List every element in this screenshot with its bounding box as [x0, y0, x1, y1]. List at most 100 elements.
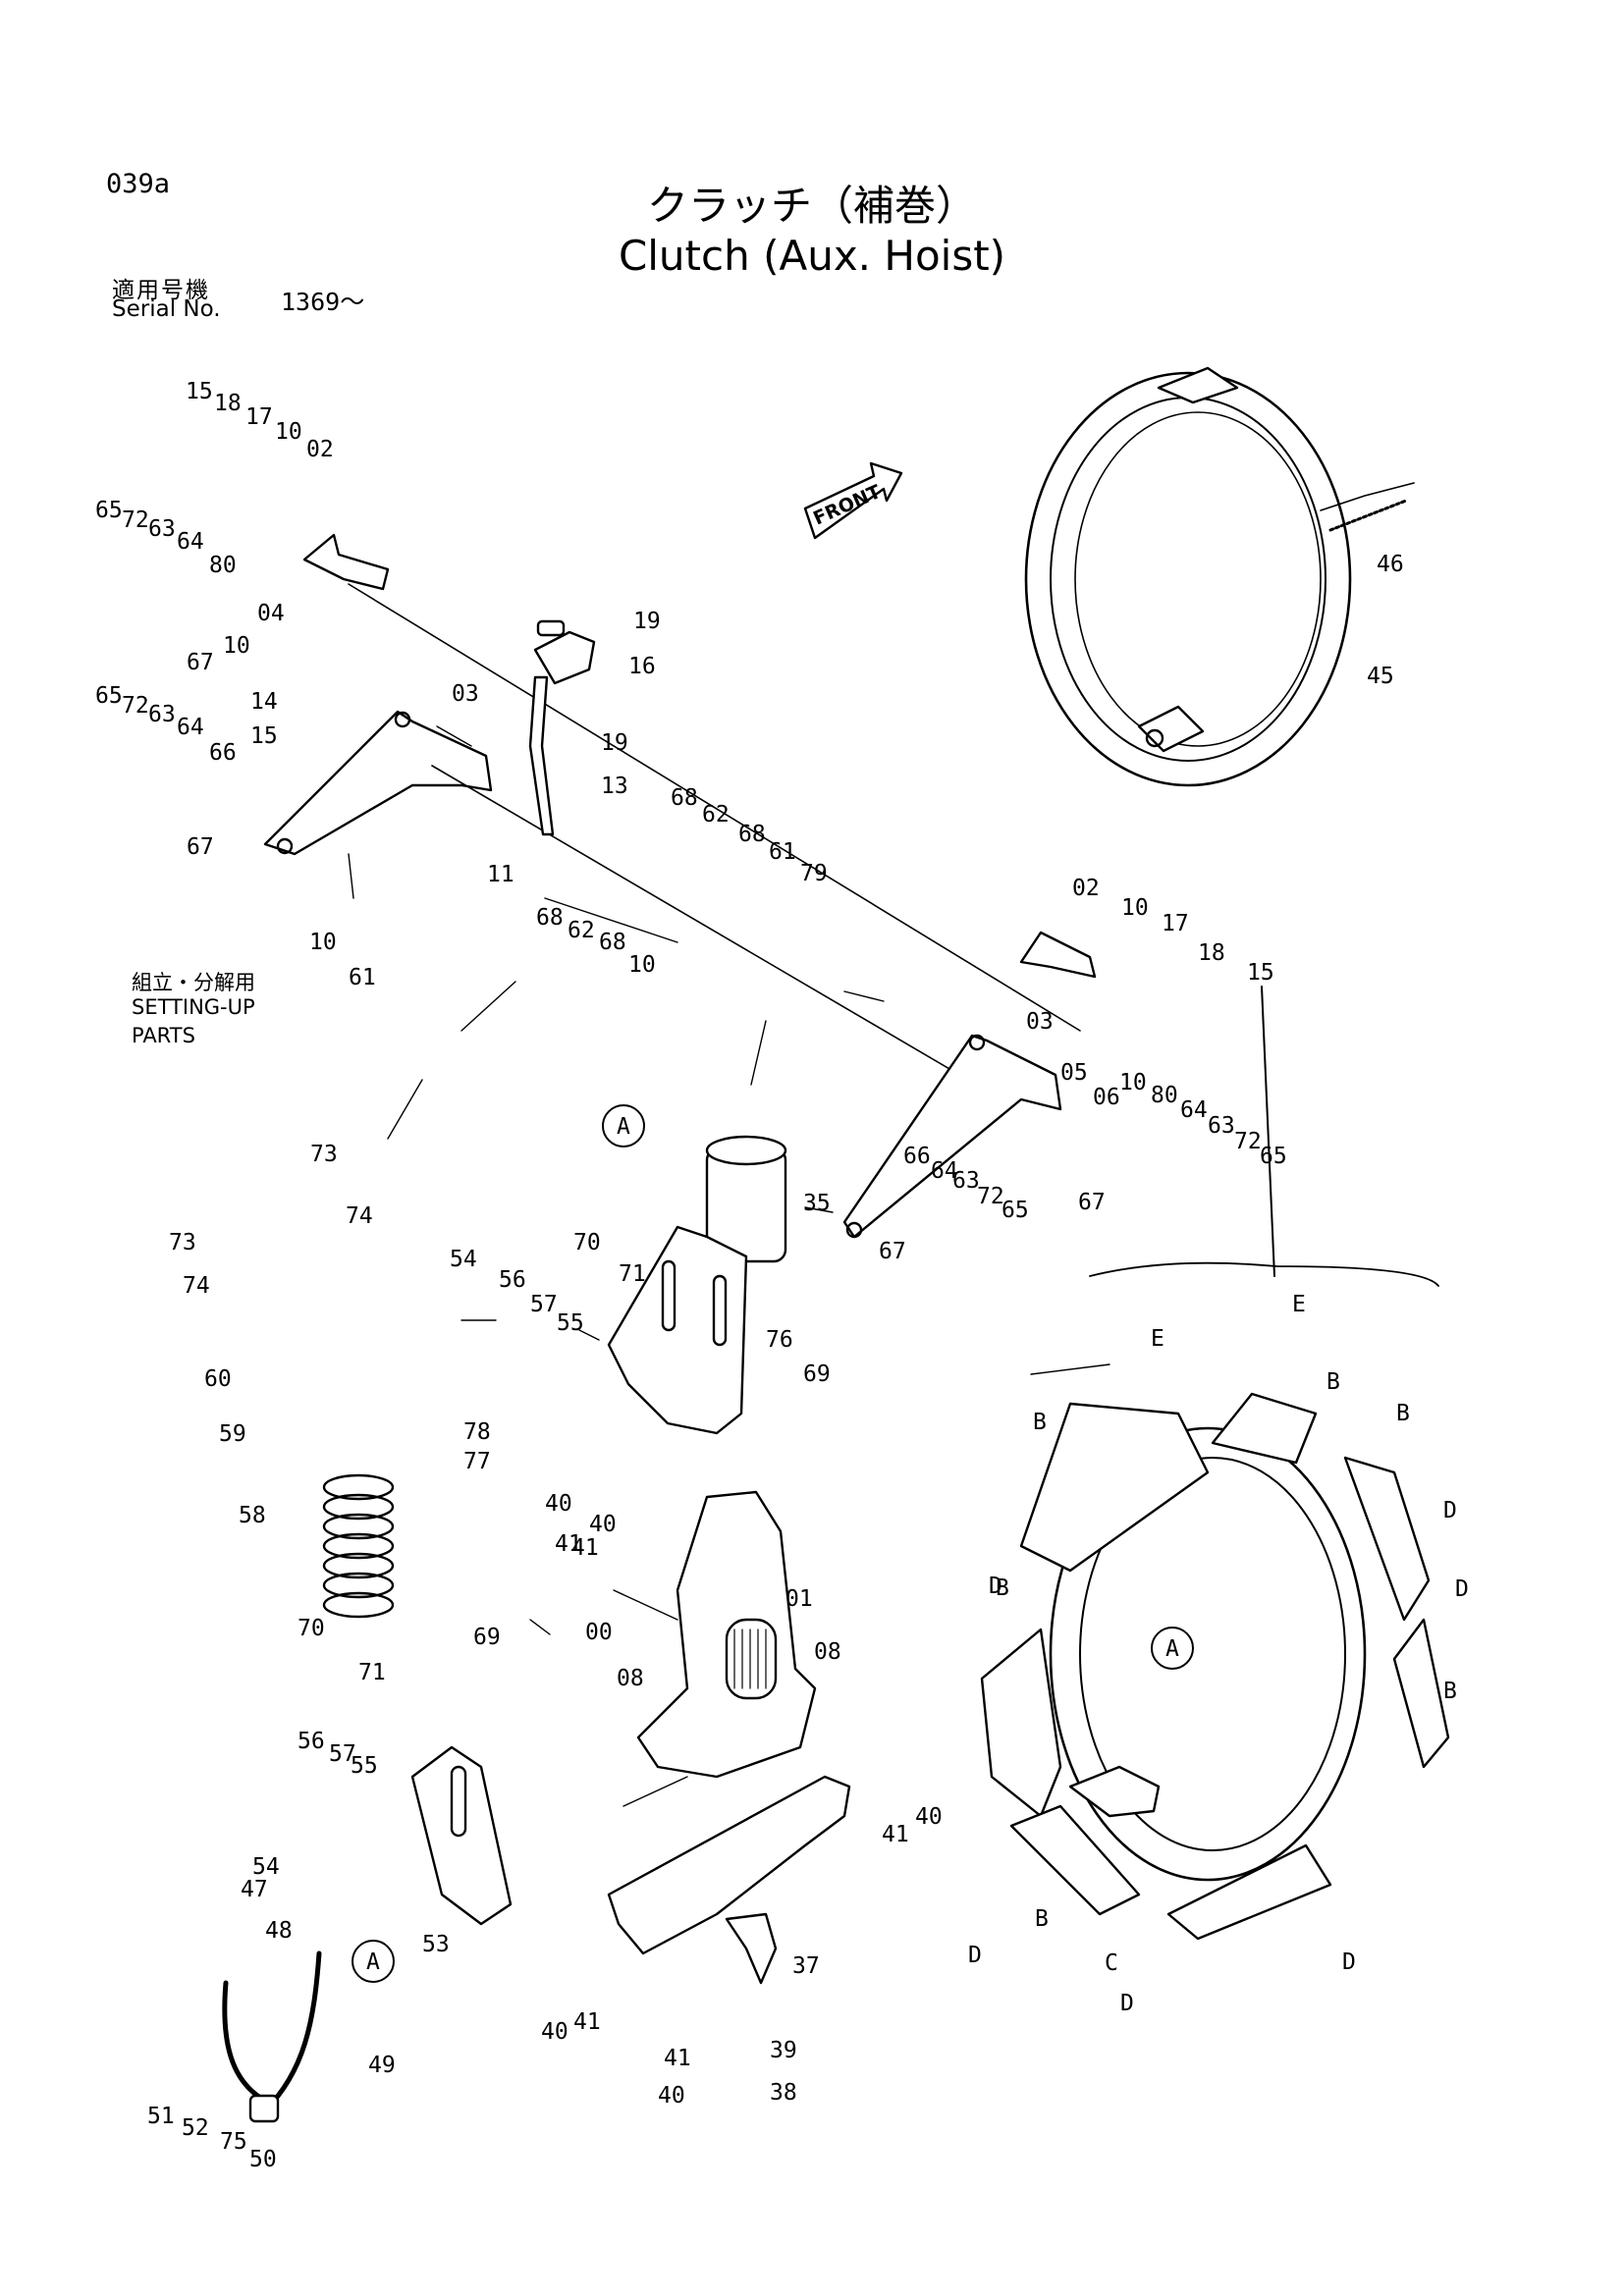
callout-40: 40 [658, 2083, 685, 2109]
setup-parts-label-line-1: SETTING-UP [132, 995, 255, 1019]
page-title: Clutch (Aux. Hoist) [618, 232, 1006, 280]
upper-lever-assembly [263, 533, 1081, 1100]
main-lever [636, 1490, 817, 1779]
callout-41: 41 [573, 2009, 601, 2035]
callout-16: 16 [628, 654, 656, 679]
callout-49: 49 [368, 2053, 396, 2078]
callout-41: 41 [882, 1822, 909, 1847]
callout-80: 80 [1151, 1083, 1178, 1108]
callout-18: 18 [1198, 940, 1225, 966]
callout-A: A [617, 1114, 630, 1140]
callout-74: 74 [183, 1273, 210, 1299]
callout-10: 10 [223, 633, 250, 659]
callout-46: 46 [1377, 552, 1404, 577]
callout-17: 17 [1162, 911, 1189, 936]
callout-61: 61 [349, 965, 376, 990]
callout-06: 06 [1093, 1085, 1120, 1110]
callout-73: 73 [169, 1230, 196, 1255]
serial-number-range: 1369～ [281, 288, 365, 316]
callout-70: 70 [573, 1230, 601, 1255]
callout-15: 15 [1247, 960, 1274, 986]
brake-drum-and-linings [980, 986, 1450, 1941]
callout-51: 51 [147, 2104, 175, 2129]
leader-lines [348, 725, 1110, 1807]
callout-04: 04 [257, 601, 285, 626]
callout-68: 68 [738, 822, 766, 847]
callout-40: 40 [915, 1804, 943, 1830]
callout-00: 00 [585, 1620, 613, 1645]
callout-68: 68 [671, 785, 698, 811]
callout-57: 57 [530, 1292, 558, 1317]
callout-54: 54 [450, 1247, 477, 1272]
callout-38: 38 [770, 2080, 797, 2106]
callout-10: 10 [1121, 895, 1149, 921]
page-title-japanese: クラッチ（補巻） [646, 182, 977, 230]
callout-67: 67 [187, 650, 214, 675]
callout-02: 02 [1072, 876, 1100, 901]
callout-19: 19 [601, 730, 628, 756]
callout-A: A [366, 1949, 380, 1975]
callout-08: 08 [814, 1639, 841, 1665]
callout-64: 64 [1180, 1097, 1208, 1123]
callout-71: 71 [619, 1261, 646, 1287]
callout-63: 63 [1208, 1113, 1235, 1139]
callout-D: D [968, 1943, 982, 1968]
callout-18: 18 [214, 391, 242, 416]
callout-E: E [1151, 1326, 1164, 1352]
serial-label: Serial No. [112, 296, 221, 322]
callout-15: 15 [250, 723, 278, 749]
callout-78: 78 [463, 1419, 491, 1445]
callout-72: 72 [1234, 1129, 1262, 1154]
cylinder-bracket [607, 1225, 748, 1435]
callout-62: 62 [702, 802, 730, 828]
callout-63: 63 [148, 516, 176, 542]
callout-50: 50 [249, 2147, 277, 2172]
callout-03: 03 [1026, 1009, 1054, 1035]
callout-41: 41 [664, 2046, 691, 2071]
callout-45: 45 [1367, 664, 1394, 689]
callout-65: 65 [1001, 1198, 1029, 1223]
callout-65: 65 [95, 498, 123, 523]
callout-69: 69 [803, 1362, 831, 1387]
callout-65: 65 [1260, 1144, 1287, 1169]
callout-56: 56 [298, 1729, 325, 1754]
callout-64: 64 [931, 1158, 958, 1184]
callout-10: 10 [1119, 1070, 1147, 1095]
callout-10: 10 [628, 952, 656, 978]
callout-67: 67 [879, 1239, 906, 1264]
callout-14: 14 [250, 689, 278, 715]
callout-11: 11 [487, 862, 514, 887]
callout-A: A [1165, 1636, 1179, 1662]
callout-circle [602, 1104, 645, 1148]
callout-13: 13 [601, 774, 628, 799]
callout-D: D [1120, 1991, 1134, 2016]
callout-circle [1151, 1627, 1194, 1670]
callout-75: 75 [220, 2129, 247, 2155]
callout-59: 59 [219, 1421, 246, 1447]
callout-56: 56 [499, 1267, 526, 1293]
callout-72: 72 [977, 1184, 1004, 1209]
callout-64: 64 [177, 529, 204, 555]
callout-67: 67 [187, 834, 214, 860]
callout-71: 71 [358, 1660, 386, 1685]
callout-40: 40 [589, 1512, 617, 1537]
callout-68: 68 [599, 930, 626, 955]
callout-74: 74 [346, 1203, 373, 1229]
callout-02: 02 [306, 437, 334, 462]
callout-41: 41 [571, 1535, 599, 1561]
hydraulic-hose [222, 1950, 322, 2123]
brake-band-ring [1024, 366, 1415, 787]
callout-47: 47 [241, 1877, 268, 1902]
callout-B: B [1396, 1401, 1410, 1426]
callout-58: 58 [239, 1503, 266, 1528]
callout-64: 64 [177, 715, 204, 740]
callout-41: 41 [555, 1531, 582, 1557]
callout-15: 15 [186, 379, 213, 404]
page-code: 039a [106, 169, 171, 199]
callout-B: B [1443, 1679, 1457, 1704]
setup-parts-label-japanese: 組立・分解用 [132, 971, 255, 994]
callout-54: 54 [252, 1854, 280, 1880]
callout-63: 63 [148, 702, 176, 727]
